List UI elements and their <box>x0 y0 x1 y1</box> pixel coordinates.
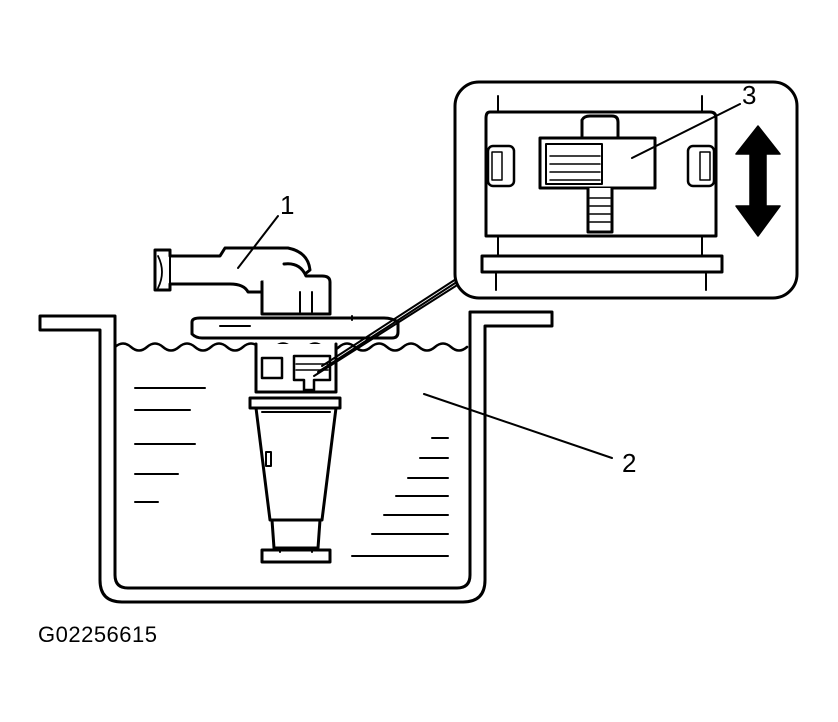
callout-label-2: 2 <box>622 448 636 478</box>
double-headed-vertical-arrow-icon <box>735 125 781 237</box>
fuel-pump-assembly <box>153 246 400 564</box>
callout-label-1: 1 <box>280 190 294 220</box>
fuel-tank <box>38 310 554 604</box>
figure-id: G02256615 <box>38 622 158 647</box>
inset-leader-lines <box>313 269 471 377</box>
callout-label-3: 3 <box>742 80 756 110</box>
connector-detail-inset <box>453 80 799 300</box>
callout-leaders <box>237 103 741 459</box>
